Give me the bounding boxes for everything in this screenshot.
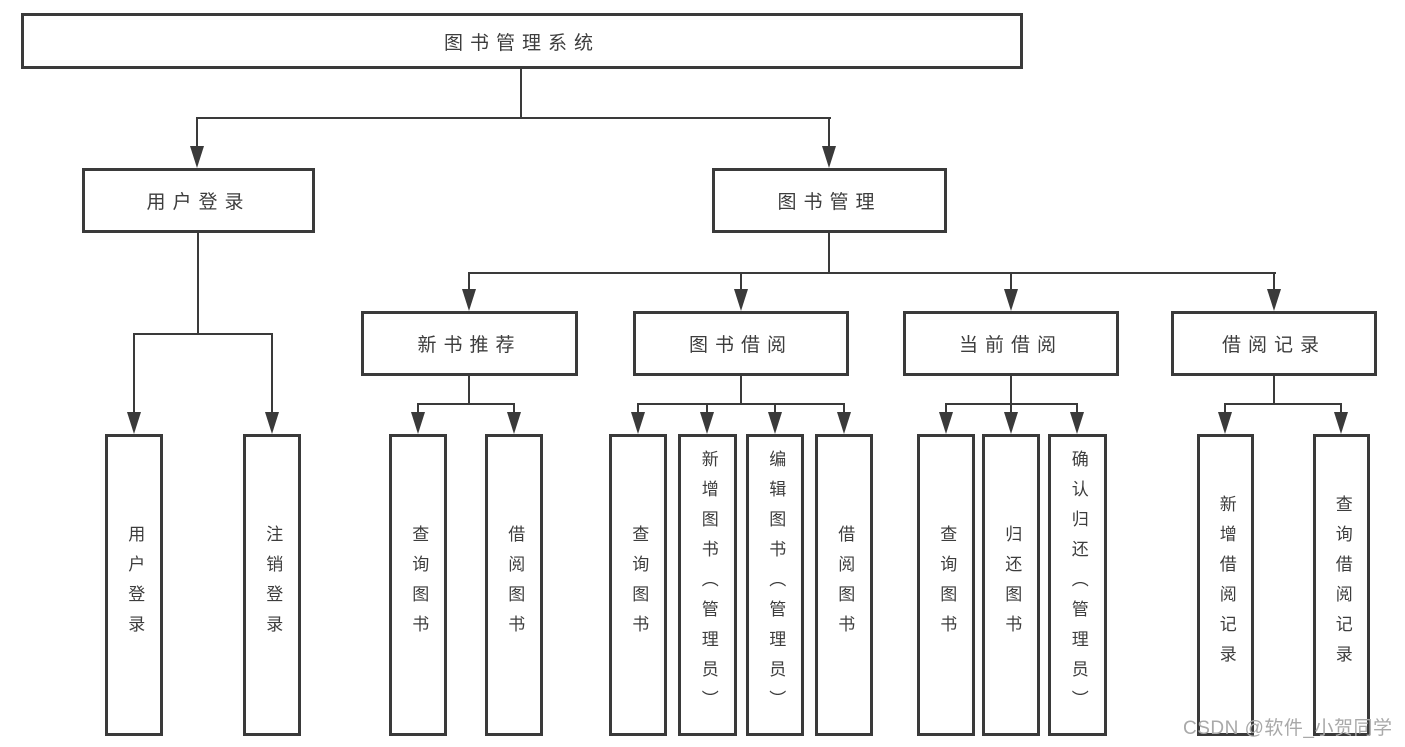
connector-stem-cb-return [1010, 403, 1012, 414]
connector-stem-cb-query [945, 403, 947, 414]
connector-stem-borrow-records [1273, 272, 1275, 291]
arrowhead-icon-book-management [822, 146, 836, 168]
leaf-bb-add-books-admin-label: 新增图书（管理员） [698, 450, 718, 720]
arrowhead-icon-br-add [1218, 412, 1232, 434]
connector-current-borrow-vertical [1010, 375, 1012, 405]
arrowhead-icon-bb-add [700, 412, 714, 434]
leaf-cb-query-books: 查询图书 [917, 434, 975, 736]
node-book-management: 图书管理 [712, 168, 947, 233]
leaf-bb-query-books-label: 查询图书 [629, 525, 649, 645]
leaf-nb-borrow-books-label: 借阅图书 [505, 525, 525, 645]
connector-stem-nb-borrow [513, 403, 515, 414]
arrowhead-icon-cb-return [1004, 412, 1018, 434]
leaf-logout: 注销登录 [243, 434, 301, 736]
leaf-cb-query-books-label: 查询图书 [937, 525, 957, 645]
connector-stem-book-management [828, 117, 830, 148]
node-root: 图书管理系统 [21, 13, 1023, 69]
leaf-bb-edit-books-admin: 编辑图书（管理员） [746, 434, 804, 736]
connector-book-borrow-vertical [740, 375, 742, 405]
leaf-cb-confirm-return-admin: 确认归还（管理员） [1048, 434, 1107, 736]
connector-new-book-vertical [468, 375, 470, 405]
arrowhead-icon-leaf-logout [265, 412, 279, 434]
leaf-nb-query-books: 查询图书 [389, 434, 447, 736]
connector-stem-user-login [196, 117, 198, 148]
connector-stem-bb-borrow [843, 403, 845, 414]
connector-book-borrow-horizontal [637, 403, 845, 405]
connector-stem-br-query [1340, 403, 1342, 414]
csdn-watermark: CSDN @软件_小贺同学 [1183, 718, 1393, 739]
connector-stem-br-add [1224, 403, 1226, 414]
arrowhead-icon-borrow-records [1267, 289, 1281, 311]
connector-borrow-records-vertical [1273, 375, 1275, 405]
leaf-user-login-label: 用户登录 [125, 525, 145, 645]
leaf-br-query-record-label: 查询借阅记录 [1332, 495, 1352, 675]
leaf-bb-borrow-books-label: 借阅图书 [835, 525, 855, 645]
leaf-nb-query-books-label: 查询图书 [409, 525, 429, 645]
leaf-cb-return-books-label: 归还图书 [1002, 525, 1022, 645]
connector-level2-horizontal [468, 272, 1276, 274]
arrowhead-icon-br-query [1334, 412, 1348, 434]
arrowhead-icon-user-login [190, 146, 204, 168]
connector-stem-leaf-login [133, 333, 135, 413]
connector-borrow-records-horizontal [1224, 403, 1342, 405]
connector-stem-cb-confirm [1076, 403, 1078, 414]
leaf-bb-edit-books-admin-label: 编辑图书（管理员） [766, 450, 786, 720]
leaf-cb-return-books: 归还图书 [982, 434, 1040, 736]
arrowhead-icon-bb-edit [768, 412, 782, 434]
leaf-bb-query-books: 查询图书 [609, 434, 667, 736]
arrowhead-icon-bb-query [631, 412, 645, 434]
leaf-nb-borrow-books: 借阅图书 [485, 434, 543, 736]
arrowhead-icon-new-book [462, 289, 476, 311]
connector-book-management-vertical [828, 232, 830, 274]
arrowhead-icon-cb-confirm [1070, 412, 1084, 434]
leaf-br-add-record-label: 新增借阅记录 [1216, 495, 1236, 675]
connector-stem-nb-query [417, 403, 419, 414]
arrowhead-icon-leaf-login [127, 412, 141, 434]
arrowhead-icon-bb-borrow [837, 412, 851, 434]
node-book-borrow: 图书借阅 [633, 311, 849, 376]
arrowhead-icon-cb-query [939, 412, 953, 434]
connector-stem-current-borrow [1010, 272, 1012, 291]
arrowhead-icon-nb-query [411, 412, 425, 434]
connector-level1-horizontal [196, 117, 831, 119]
connector-stem-bb-edit [774, 403, 776, 414]
leaf-br-query-record: 查询借阅记录 [1313, 434, 1370, 736]
connector-new-book-horizontal [417, 403, 515, 405]
arrowhead-icon-current-borrow [1004, 289, 1018, 311]
node-borrow-records: 借阅记录 [1171, 311, 1377, 376]
connector-stem-leaf-logout [271, 333, 273, 413]
leaf-user-login: 用户登录 [105, 434, 163, 736]
connector-root-vertical [520, 68, 522, 119]
connector-stem-bb-add [706, 403, 708, 414]
node-current-borrow: 当前借阅 [903, 311, 1119, 376]
connector-user-login-vertical [197, 232, 199, 335]
leaf-bb-borrow-books: 借阅图书 [815, 434, 873, 736]
connector-stem-book-borrow [740, 272, 742, 291]
arrowhead-icon-nb-borrow [507, 412, 521, 434]
arrowhead-icon-book-borrow [734, 289, 748, 311]
leaf-bb-add-books-admin: 新增图书（管理员） [678, 434, 737, 736]
connector-stem-new-book [468, 272, 470, 291]
node-user-login: 用户登录 [82, 168, 315, 233]
connector-stem-bb-query [637, 403, 639, 414]
leaf-br-add-record: 新增借阅记录 [1197, 434, 1254, 736]
leaf-logout-label: 注销登录 [263, 525, 283, 645]
node-new-book-recommend: 新书推荐 [361, 311, 578, 376]
leaf-cb-confirm-return-admin-label: 确认归还（管理员） [1068, 450, 1088, 720]
connector-user-login-horizontal [133, 333, 273, 335]
